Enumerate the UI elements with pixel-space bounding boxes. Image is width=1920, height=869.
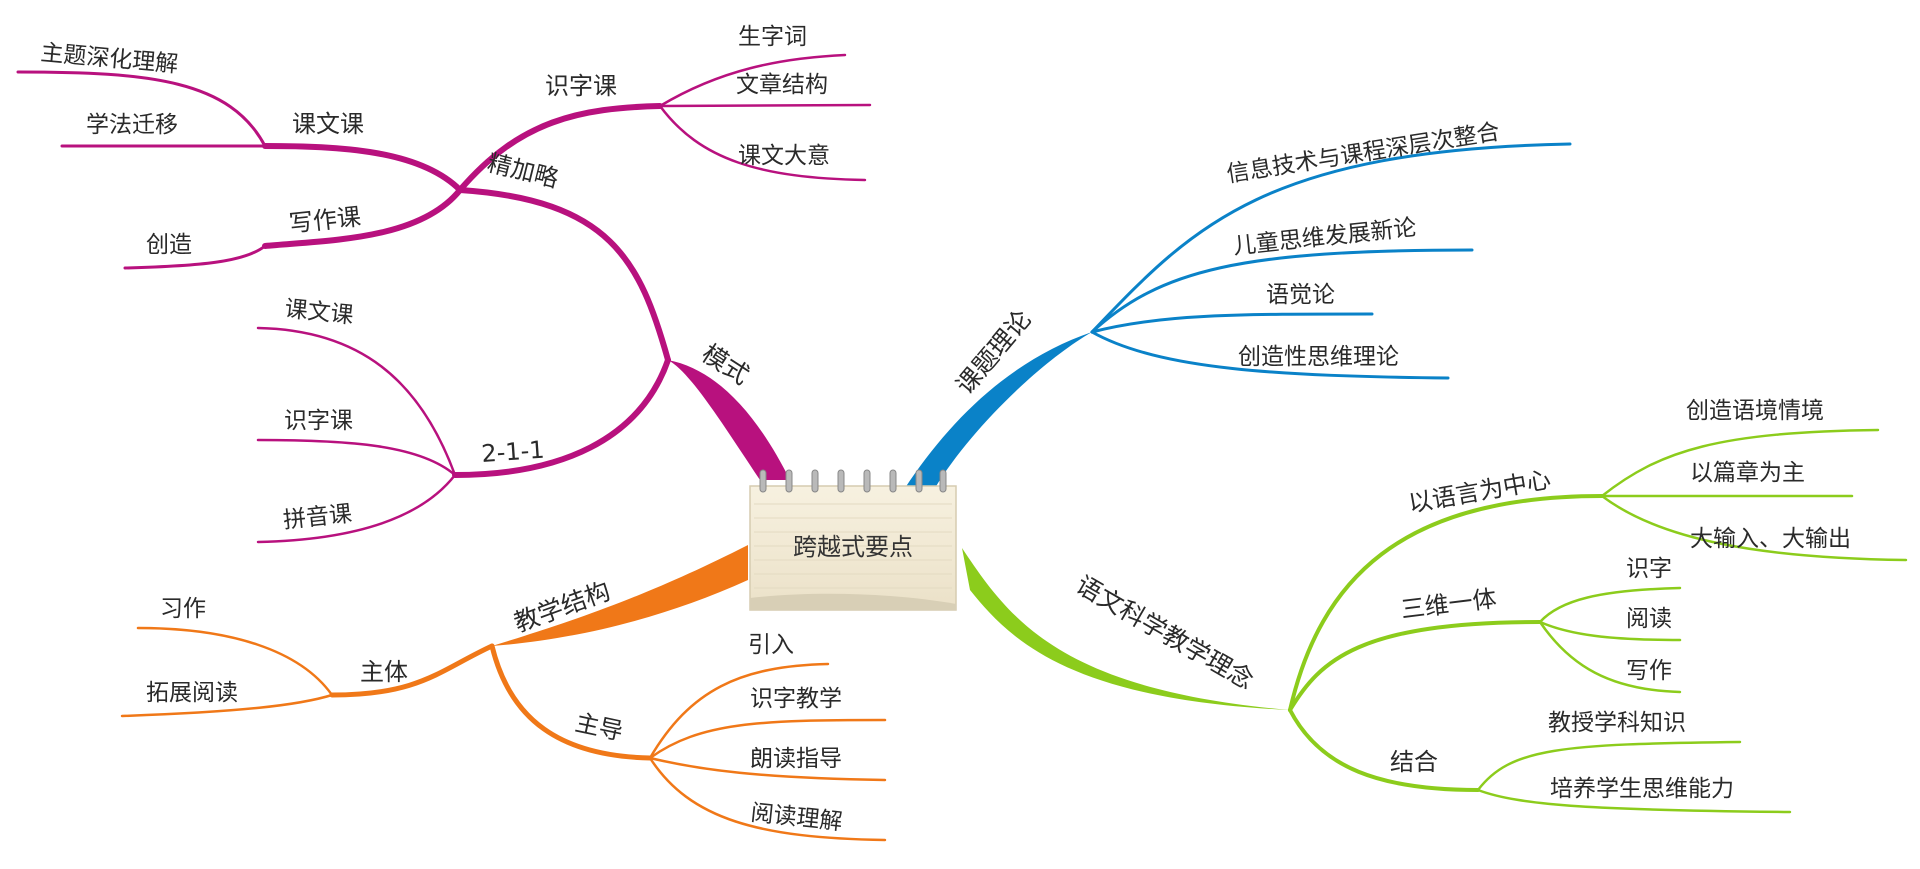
label-211-kewenke[interactable]: 课文课 [283,296,354,329]
line-yuyan-to-dashuru [1600,494,1908,562]
branch-structure [120,545,887,842]
line-structure-to-zhudao [489,643,653,761]
line-sanwei-to-yuedu [1538,620,1682,642]
line-zhudao-to-yinru [648,662,830,760]
label-xizuo[interactable]: 习作 [160,596,206,622]
line-yuyan-to-chuangzao [1600,428,1880,498]
label-jiehe[interactable]: 结合 [1390,748,1438,776]
labels-structure: 教学结构 主体 习作 拓展阅读 主导 引入 识字教学 朗读指导 阅读理解 [146,576,844,835]
notepad-lines [754,503,952,589]
label-211-pinyinke[interactable]: 拼音课 [282,501,353,534]
notepad-curl [750,593,956,610]
branch-concept [962,428,1908,814]
line-zhudao-to-shizi [648,718,887,760]
label-dashuru[interactable]: 大输入、大输出 [1690,526,1851,552]
label-chuangzao-magenta[interactable]: 创造 [146,232,192,258]
label-211-shizike[interactable]: 识字课 [284,408,353,434]
line-jiehe-to-peiyang [1476,788,1792,814]
label-xiezuo-green[interactable]: 写作 [1626,658,1672,684]
line-zhudao-to-langdu [648,756,887,782]
label-jiaoshou[interactable]: 教授学科知识 [1548,710,1686,736]
label-yuedulijie[interactable]: 阅读理解 [749,800,843,835]
line-jiehe-to-jiaoshou [1476,740,1742,792]
label-peiyang[interactable]: 培养学生思维能力 [1550,776,1734,802]
labels-theory: 课题理论 信息技术与课程深层次整合 儿童思维发展新论 语觉论 创造性思维理论 [950,119,1501,400]
branch-theory [905,142,1572,488]
label-shengzici[interactable]: 生字词 [738,24,807,50]
line-jingjialue-to-kewenke [262,143,463,193]
label-zhudao[interactable]: 主导 [573,708,626,745]
label-pianzhang[interactable]: 以篇章为主 [1690,460,1805,486]
branch-structure-trunk [492,545,748,646]
line-mode-to-211 [452,357,671,478]
label-shizi-green[interactable]: 识字 [1626,556,1672,582]
line-shizike-to-shengzici [658,53,847,108]
central-topic-label: 跨越式要点 [793,533,913,561]
line-sanwei-to-xiezuo [1538,620,1682,694]
label-tuozhanyuedu[interactable]: 拓展阅读 [146,680,238,706]
label-xuefaqianyi[interactable]: 学法迁移 [86,112,178,138]
line-theory-to-chuangzao [1090,330,1450,380]
line-jingjialue-to-shizike [457,103,663,193]
line-concept-to-yuyan [1288,494,1604,712]
line-shizike-to-wenzhangjiegou [658,103,872,108]
line-mode-to-jingjialue [457,187,671,363]
line-theory-to-xinxi [1090,142,1572,334]
label-chuangzaoxing[interactable]: 创造性思维理论 [1238,344,1399,370]
label-shizijiaoxue[interactable]: 识字教学 [750,686,842,712]
line-theory-to-ertong [1090,248,1474,334]
line-kewenke-to-zhuti [16,70,267,148]
notepad-spiral-rings [759,469,947,493]
label-xinxi[interactable]: 信息技术与课程深层次整合 [1225,119,1502,188]
notepad-paper [749,485,957,611]
label-wenzhangjiegou[interactable]: 文章结构 [736,72,828,98]
line-structure-to-zhuti [329,643,495,698]
label-yujue[interactable]: 语觉论 [1266,282,1335,308]
labels-mode: 模式 精加略 识字课 生字词 文章结构 课文大意 课文课 主题深化理解 学法迁移… [39,24,830,534]
branch-theory-trunk [905,332,1092,488]
label-kewendayi[interactable]: 课文大意 [738,143,830,169]
label-sanweiyiti[interactable]: 三维一体 [1399,584,1498,623]
label-shizike[interactable]: 识字课 [545,72,617,100]
line-zhudao-to-yuedu [648,756,887,842]
line-zhuti-to-xizuo [136,626,334,697]
label-211[interactable]: 2-1-1 [480,436,545,468]
line-sanwei-to-shizi [1538,586,1682,624]
line-xiezuoke-to-chuangzao [123,244,267,270]
label-langduzhidao[interactable]: 朗读指导 [750,746,842,772]
line-jingjialue-to-xiezuoke [262,187,463,249]
label-zhuti[interactable]: 主体 [360,658,408,686]
line-211-to-shizike [256,438,457,477]
central-topic[interactable]: 跨越式要点 [749,469,957,611]
label-kewenke[interactable]: 课文课 [292,110,364,138]
line-211-to-kewenke [256,326,457,477]
label-theory[interactable]: 课题理论 [950,305,1037,400]
branch-concept-trunk [962,548,1290,710]
label-chuangzaoyujing[interactable]: 创造语境情境 [1686,398,1824,424]
label-yinru[interactable]: 引入 [748,632,794,658]
line-zhuti-to-tuozhan [120,693,334,718]
label-jingjialue[interactable]: 精加略 [485,149,562,194]
branch-mode-trunk [668,360,790,480]
label-xiezuoke[interactable]: 写作课 [288,203,363,238]
line-shizike-to-kewendayi [658,104,867,182]
label-yuedu-green[interactable]: 阅读 [1626,606,1672,632]
line-theory-to-yujue [1090,312,1374,334]
branch-mode [16,53,872,544]
line-concept-to-jiehe [1288,708,1480,792]
line-211-to-pinyinke [256,473,457,544]
line-concept-to-sanwei [1288,620,1542,712]
